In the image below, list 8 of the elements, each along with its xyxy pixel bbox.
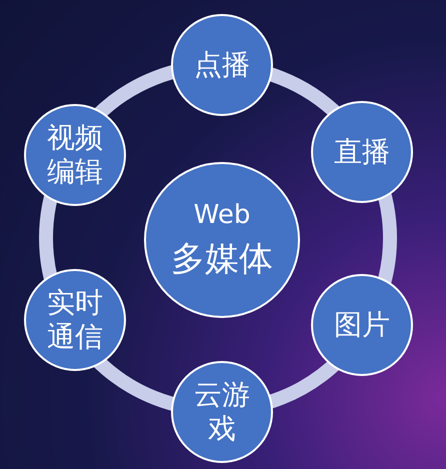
node-label: 点播 — [193, 48, 251, 82]
node-label: 直播 — [333, 135, 391, 169]
node-label: Web — [194, 200, 250, 232]
node-label: 图片 — [333, 308, 391, 342]
node-label: 实时通信 — [46, 286, 104, 354]
node-label: 多媒体 — [171, 239, 273, 280]
node-label: 云游戏 — [193, 378, 251, 446]
node-label: 视频编辑 — [46, 121, 104, 189]
